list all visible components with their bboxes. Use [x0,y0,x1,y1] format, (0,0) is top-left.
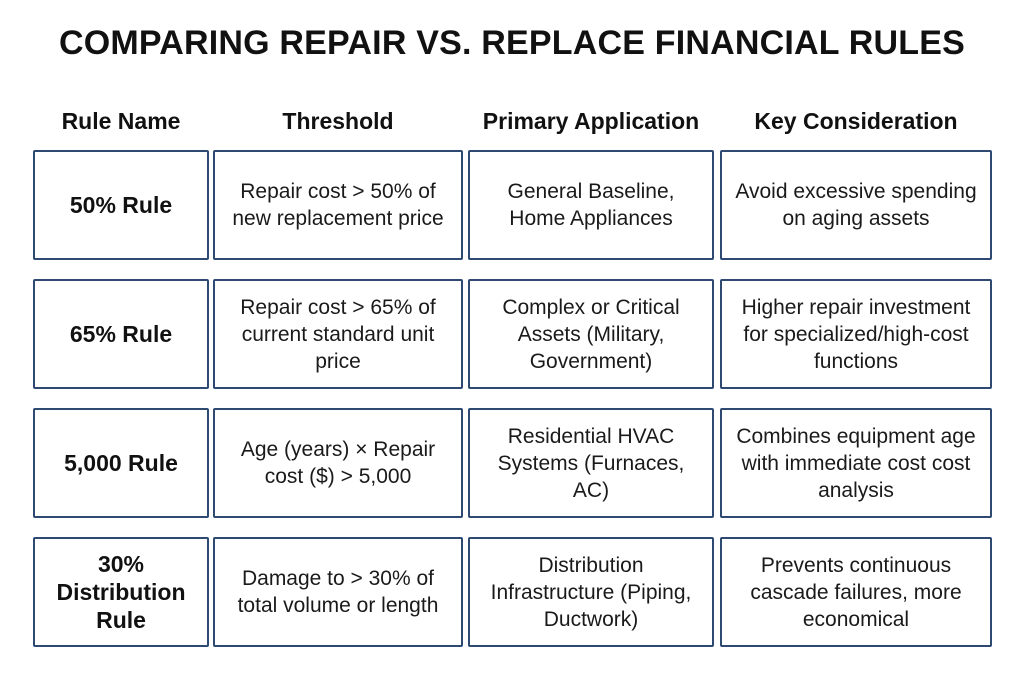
column-header-rule-name: Rule Name [61,108,181,134]
application-text: Complex or Critical Assets (Military, Go… [502,295,680,373]
threshold-text: Repair cost > 50% of new replacement pri… [232,180,444,230]
application-text: Residential HVAC Systems (Furnaces, AC) [497,424,685,502]
column-header-threshold: Threshold [282,108,394,134]
threshold-text: Damage to > 30% of total volume or lengt… [237,567,439,617]
threshold-cell: Repair cost > 65% of current standard un… [213,279,463,389]
consideration-text: Avoid excessive spending on aging assets [735,180,977,230]
application-text: General Baseline, Home Appliances [507,180,675,230]
table-row: 30% Distribution Rule Damage to > 30% of… [0,537,1024,647]
consideration-cell: Avoid excessive spending on aging assets [720,150,992,260]
consideration-cell: Combines equipment age with immediate co… [720,408,992,518]
application-cell: General Baseline, Home Appliances [468,150,714,260]
application-cell: Complex or Critical Assets (Military, Go… [468,279,714,389]
threshold-cell: Repair cost > 50% of new replacement pri… [213,150,463,260]
page-title: COMPARING REPAIR VS. REPLACE FINANCIAL R… [58,24,966,62]
threshold-text: Age (years) × Repair cost ($) > 5,000 [240,438,436,488]
table-row: 5,000 Rule Age (years) × Repair cost ($)… [0,408,1024,518]
consideration-text: Combines equipment age with immediate co… [736,424,976,502]
application-cell: Residential HVAC Systems (Furnaces, AC) [468,408,714,518]
application-cell: Distribution Infrastructure (Piping, Duc… [468,537,714,647]
threshold-cell: Age (years) × Repair cost ($) > 5,000 [213,408,463,518]
rule-name-cell: 5,000 Rule [33,408,209,518]
threshold-text: Repair cost > 65% of current standard un… [240,295,436,373]
rule-name-text: 65% Rule [69,321,173,347]
consideration-text: Higher repair investment for specialized… [741,295,971,373]
consideration-cell: Prevents continuous cascade failures, mo… [720,537,992,647]
rule-name-text: 50% Rule [69,192,173,218]
column-header-key-consideration: Key Consideration [754,108,958,134]
consideration-cell: Higher repair investment for specialized… [720,279,992,389]
application-text: Distribution Infrastructure (Piping, Duc… [490,553,692,631]
rule-name-cell: 65% Rule [33,279,209,389]
rule-name-cell: 50% Rule [33,150,209,260]
table-row: 65% Rule Repair cost > 65% of current st… [0,279,1024,389]
rule-name-text: 5,000 Rule [64,450,178,476]
consideration-text: Prevents continuous cascade failures, mo… [750,553,962,631]
threshold-cell: Damage to > 30% of total volume or lengt… [213,537,463,647]
table-row: 50% Rule Repair cost > 50% of new replac… [0,150,1024,260]
column-header-primary-application: Primary Application [482,108,700,134]
rule-name-cell: 30% Distribution Rule [33,537,209,647]
table-header-row: Rule Name Threshold Primary Application … [0,104,1024,138]
rule-name-text: 30% Distribution Rule [56,551,186,633]
